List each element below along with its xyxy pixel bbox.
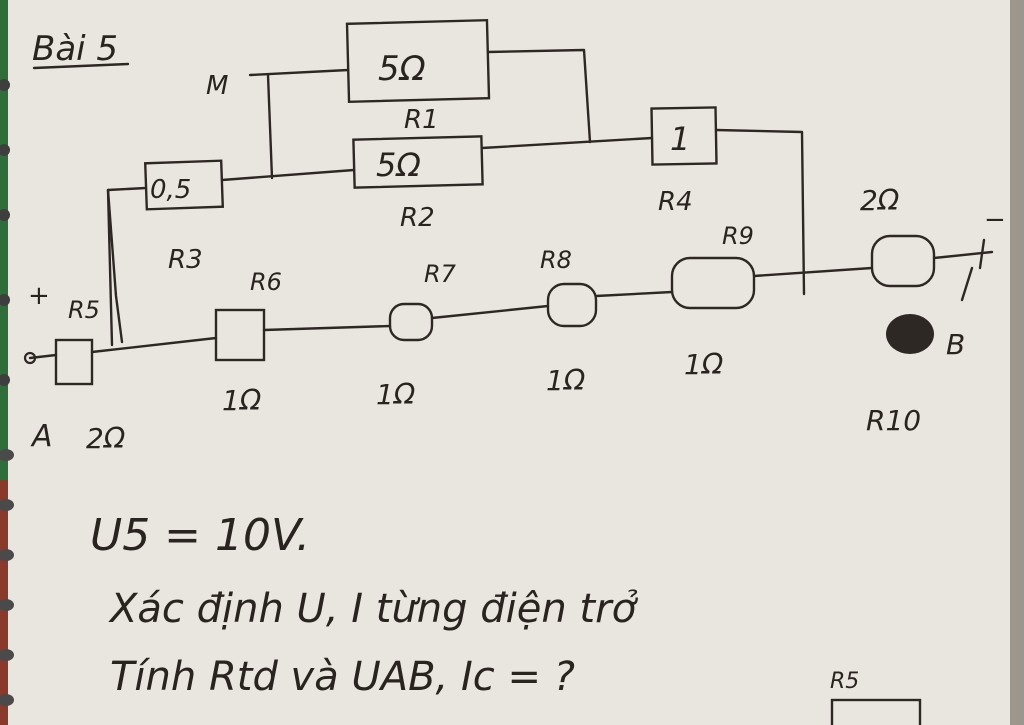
r7-value: 1Ω [376, 378, 416, 411]
wire-m-r1 [248, 68, 350, 77]
r3-label: R3 [168, 245, 203, 275]
r6-value: 1Ω [222, 384, 262, 417]
r9-label: R9 [722, 222, 754, 250]
green-edge [0, 0, 10, 480]
paper-page [8, 0, 1012, 725]
node-m-label: M [206, 71, 228, 101]
r7-box [388, 302, 434, 342]
r1-label: R1 [404, 105, 439, 135]
r6-box [214, 308, 266, 362]
wire-r7-r8 [430, 304, 550, 320]
resistor-r6: R6 1Ω [214, 268, 282, 417]
resistor-r5: R5 2Ω [54, 296, 126, 455]
resistor-r3: 0,5 R3 [143, 159, 225, 275]
wire-r3-r2 [220, 168, 356, 182]
r8-label: R8 [540, 246, 572, 274]
resistor-r2: 5Ω R2 [352, 135, 484, 233]
r8-value: 1Ω [546, 364, 586, 397]
node-a-dot [23, 351, 37, 365]
wire-m-vertical [266, 73, 274, 180]
r3-value: 0,5 [150, 175, 191, 205]
r2-box [352, 135, 484, 189]
r5-box [54, 338, 94, 386]
minus-terminal: − [984, 205, 1006, 235]
wire-r8-r9 [594, 290, 674, 298]
ring-3 [0, 209, 10, 221]
problem-line-3: Tính Rtd và UAB, Ic = ? [110, 654, 575, 700]
minus-terminal-mark [978, 238, 986, 270]
ring-6 [0, 449, 14, 461]
ring-11 [0, 694, 14, 706]
r2-label: R2 [400, 203, 435, 233]
r1-box [345, 18, 491, 104]
r4-box [650, 106, 718, 166]
page-title: Bài 5 [32, 29, 118, 69]
r1-value: 5Ω [378, 49, 426, 89]
problem-line-1: U5 = 10V. [90, 510, 310, 561]
spiral-binding [0, 79, 14, 706]
bottom-partial-box [830, 698, 922, 725]
wire-r5-r6 [90, 336, 218, 354]
wire-r2-r4 [480, 136, 654, 150]
r4-label: R4 [658, 187, 693, 217]
ring-2 [0, 144, 10, 156]
r10-value: 2Ω [860, 184, 900, 217]
ring-1 [0, 79, 10, 91]
r8-box [546, 282, 598, 328]
wires [28, 48, 994, 360]
wire-r9-r10 [752, 266, 874, 278]
plus-terminal: + [28, 281, 50, 311]
resistor-r1: 5Ω R1 [345, 18, 491, 135]
wire-r1-junction [486, 48, 592, 144]
bottom-r5-label: R5 [830, 669, 859, 694]
ring-4 [0, 294, 10, 306]
r2-value: 5Ω [376, 146, 421, 184]
resistor-r8: R8 1Ω [540, 246, 598, 397]
resistor-r9: R9 1Ω [670, 222, 756, 381]
r9-value: 1Ω [684, 348, 724, 381]
r9-box [670, 256, 756, 310]
ring-10 [0, 649, 14, 661]
r6-label: R6 [250, 268, 282, 296]
problem-line-2: Xác định U, I từng điện trở [108, 586, 639, 632]
r5-label: R5 [68, 296, 100, 324]
page-shadow [1010, 0, 1024, 725]
node-a-label: A [30, 419, 53, 454]
r7-label: R7 [424, 260, 457, 288]
wire-r6-r7 [262, 324, 392, 332]
resistor-r4: 1 R4 [650, 106, 718, 217]
r10-label: R10 [866, 404, 921, 437]
ring-7 [0, 499, 14, 511]
r5-value: 2Ω [86, 422, 126, 455]
ring-5 [0, 374, 10, 386]
ring-9 [0, 599, 14, 611]
resistor-r10: 2Ω R10 [860, 184, 936, 437]
wire-r4-down [714, 128, 806, 296]
r10-box [870, 234, 936, 288]
resistor-r7: R7 1Ω [376, 260, 457, 411]
ring-8 [0, 549, 14, 561]
wire-r3-left-b [106, 188, 124, 344]
title-underline [32, 62, 130, 70]
node-b-label: B [946, 328, 965, 361]
r4-value: 1 [670, 120, 690, 158]
r3-box [143, 159, 225, 211]
scribble-mark [886, 314, 934, 354]
wire-to-b [960, 266, 974, 302]
